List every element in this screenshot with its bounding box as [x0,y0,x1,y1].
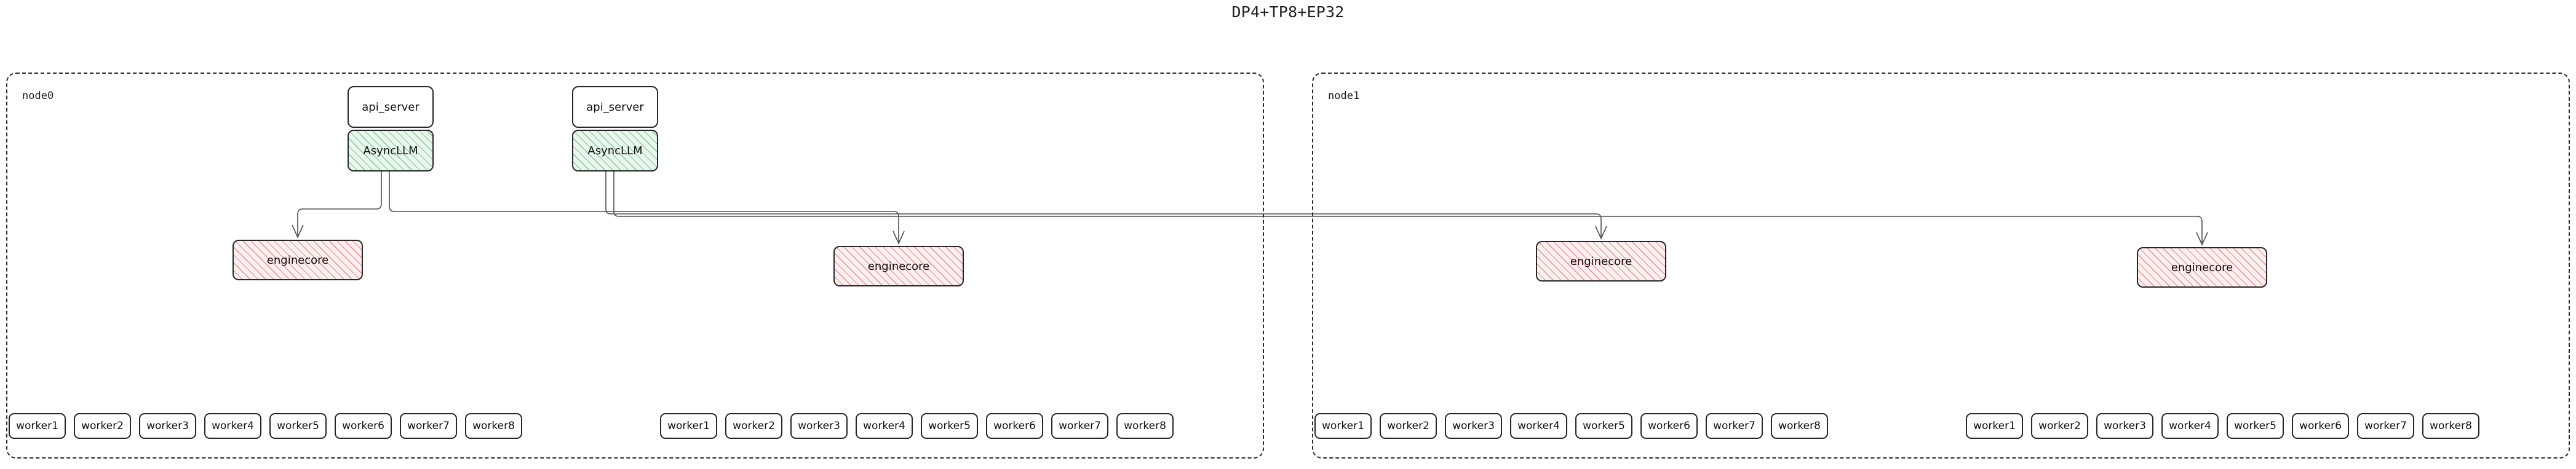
worker-box[interactable]: worker3 [139,413,196,439]
worker-box[interactable]: worker3 [2096,413,2153,439]
worker-box[interactable]: worker6 [335,413,392,439]
worker-box-label: worker5 [277,420,319,432]
worker-box[interactable]: worker6 [1640,413,1698,439]
worker-box[interactable]: worker5 [269,413,327,439]
worker-box-label: worker2 [2038,420,2081,432]
worker-box-label: worker6 [2299,420,2342,432]
enginecore-box-label: enginecore [2171,261,2233,274]
worker-box[interactable]: worker8 [465,413,522,439]
worker-box[interactable]: worker3 [1445,413,1502,439]
asyncllm-box-label: AsyncLLM [587,144,643,157]
worker-box[interactable]: worker2 [2031,413,2088,439]
worker-box[interactable]: worker2 [74,413,131,439]
node-container-node1 [1312,73,2570,459]
worker-box[interactable]: worker4 [856,413,913,439]
api-server-box[interactable]: api_server [348,86,434,128]
worker-box-label: worker2 [733,420,775,432]
worker-box-label: worker1 [1973,420,2016,432]
worker-box[interactable]: worker8 [1116,413,1174,439]
asyncllm-box[interactable]: AsyncLLM [348,130,434,171]
node-label-node0: node0 [22,90,54,102]
worker-box[interactable]: worker7 [400,413,457,439]
worker-box-label: worker8 [1124,420,1166,432]
worker-box[interactable]: worker4 [2161,413,2219,439]
worker-box-label: worker4 [212,420,254,432]
worker-box-label: worker2 [1387,420,1429,432]
node-container-node0 [6,73,1264,459]
worker-box[interactable]: worker8 [2422,413,2479,439]
worker-box-label: worker3 [1452,420,1495,432]
worker-box[interactable]: worker2 [725,413,782,439]
worker-box[interactable]: worker7 [1051,413,1108,439]
worker-box-label: worker6 [993,420,1036,432]
worker-box-label: worker3 [146,420,189,432]
api-server-box[interactable]: api_server [572,86,658,128]
enginecore-box-label: enginecore [867,259,930,273]
enginecore-box-label: enginecore [266,253,329,267]
worker-box[interactable]: worker4 [204,413,261,439]
enginecore-box[interactable]: enginecore [1536,241,1666,282]
enginecore-box[interactable]: enginecore [2137,247,2267,288]
worker-box[interactable]: worker2 [1380,413,1437,439]
worker-box-label: worker5 [928,420,971,432]
worker-box-label: worker4 [2169,420,2211,432]
worker-box[interactable]: worker6 [2292,413,2349,439]
worker-box-label: worker6 [1648,420,1690,432]
worker-box-label: worker7 [1059,420,1101,432]
asyncllm-box-label: AsyncLLM [363,144,418,157]
worker-box-label: worker8 [2430,420,2472,432]
enginecore-box-label: enginecore [1570,254,1632,268]
enginecore-box[interactable]: enginecore [833,246,964,286]
worker-box[interactable]: worker5 [1575,413,1632,439]
asyncllm-box[interactable]: AsyncLLM [572,130,658,171]
enginecore-box[interactable]: enginecore [233,240,363,280]
worker-box[interactable]: worker7 [2357,413,2414,439]
worker-box-label: worker6 [342,420,384,432]
worker-box-label: worker3 [798,420,840,432]
worker-box[interactable]: worker8 [1771,413,1828,439]
worker-box-label: worker7 [407,420,450,432]
worker-box-label: worker1 [1322,420,1364,432]
api-server-box-label: api_server [586,100,644,114]
worker-box-label: worker1 [16,420,58,432]
api-server-box-label: api_server [362,100,419,114]
worker-box[interactable]: worker6 [986,413,1043,439]
worker-box[interactable]: worker7 [1706,413,1763,439]
worker-box-label: worker7 [2364,420,2407,432]
worker-box[interactable]: worker1 [1314,413,1372,439]
worker-box-label: worker4 [1517,420,1560,432]
worker-box-label: worker5 [1583,420,1625,432]
worker-box[interactable]: worker1 [9,413,66,439]
worker-box-label: worker3 [2104,420,2146,432]
node-label-node1: node1 [1328,90,1360,102]
worker-box[interactable]: worker1 [660,413,717,439]
worker-box[interactable]: worker4 [1510,413,1567,439]
worker-box-label: worker2 [81,420,124,432]
worker-box-label: worker1 [667,420,710,432]
worker-box-label: worker7 [1713,420,1755,432]
worker-box[interactable]: worker1 [1966,413,2023,439]
worker-box-label: worker5 [2234,420,2276,432]
worker-box[interactable]: worker5 [2227,413,2284,439]
worker-box-label: worker8 [1778,420,1821,432]
worker-box-label: worker4 [863,420,905,432]
worker-box[interactable]: worker3 [790,413,848,439]
diagram-title: DP4+TP8+EP32 [1231,3,1345,21]
worker-box-label: worker8 [472,420,515,432]
worker-box[interactable]: worker5 [921,413,978,439]
